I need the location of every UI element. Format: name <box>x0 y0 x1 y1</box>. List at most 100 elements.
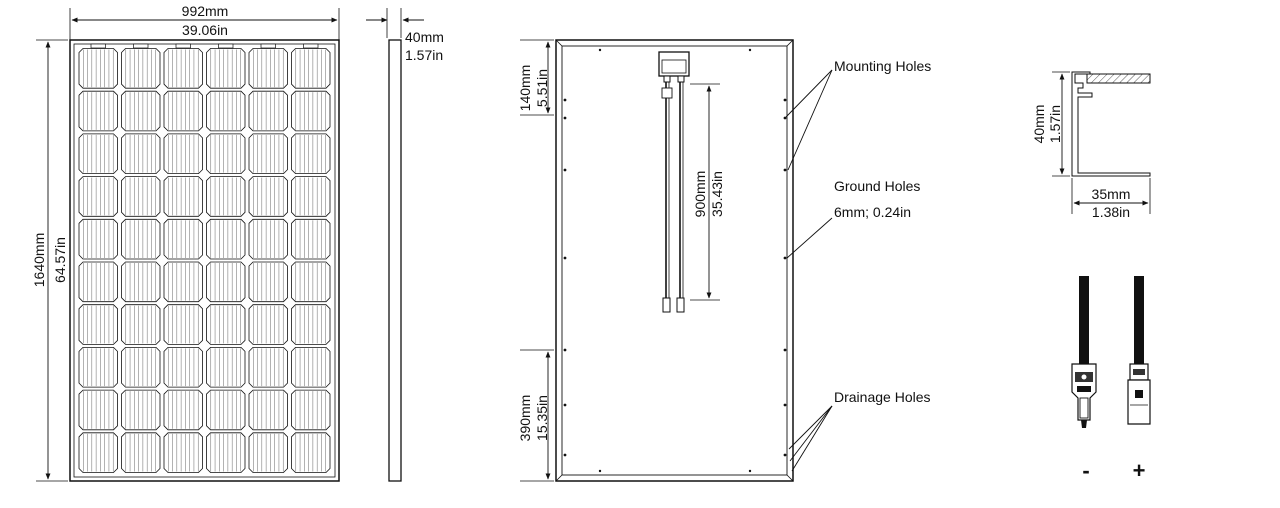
solar-cell <box>291 347 331 388</box>
solar-cell <box>78 48 118 89</box>
ground-holes-size: 6mm; 0.24in <box>834 204 911 220</box>
negative-symbol: - <box>1082 458 1089 483</box>
solar-cell <box>78 133 118 174</box>
solar-cell <box>163 389 203 431</box>
ribbon-tab <box>260 43 276 49</box>
solar-cell <box>121 432 161 473</box>
solar-cell <box>206 304 246 345</box>
solar-cell <box>121 133 161 174</box>
negative-connector <box>1071 276 1097 428</box>
solar-cell <box>163 304 203 345</box>
solar-cell <box>248 389 288 431</box>
solar-cell <box>121 304 161 345</box>
drainage-holes-callout: Drainage Holes <box>788 389 931 472</box>
ribbon-tab <box>175 43 191 49</box>
solar-cell <box>291 389 331 431</box>
front-width-mm: 992mm <box>182 3 229 19</box>
top-offset-mm: 140mm <box>517 65 533 112</box>
solar-cell <box>163 48 203 89</box>
solar-cell <box>206 261 246 303</box>
frame-profile: 40mm 1.57in 35mm 1.38in <box>1031 71 1151 220</box>
solar-cell <box>121 176 161 217</box>
solar-cell <box>248 48 288 89</box>
bottom-offset-in: 15.35in <box>534 395 550 441</box>
output-cables <box>661 82 685 313</box>
solar-cell <box>121 347 161 388</box>
solar-cell <box>248 90 288 132</box>
solar-cell <box>163 218 203 260</box>
bottom-offset-mm: 390mm <box>517 395 533 442</box>
solar-cell <box>78 176 118 217</box>
solar-cell <box>248 133 288 174</box>
front-frame <box>69 39 340 482</box>
ribbon-tab <box>218 43 234 49</box>
solar-cell-grid <box>78 43 331 473</box>
mounting-holes-callout: Mounting Holes <box>785 58 931 171</box>
positive-connector <box>1127 276 1151 425</box>
solar-cell <box>206 389 246 431</box>
cable-length-in: 35.43in <box>709 171 725 217</box>
solar-cell <box>206 90 246 132</box>
solar-cell <box>291 48 331 89</box>
profile-height-in: 1.57in <box>1047 105 1063 143</box>
solar-cell <box>291 304 331 345</box>
profile-height-mm: 40mm <box>1031 105 1047 144</box>
back-frame <box>555 39 794 482</box>
solar-cell <box>206 432 246 473</box>
back-view: 900mm 35.43in 140mm 5.51in 390mm 15.35in… <box>517 39 931 482</box>
solar-cell <box>163 261 203 303</box>
solar-cell <box>121 261 161 303</box>
cable-length-mm: 900mm <box>692 171 708 218</box>
solar-cell <box>78 432 118 473</box>
glass-laminate <box>1086 73 1151 84</box>
solar-cell <box>206 48 246 89</box>
solar-cell <box>291 261 331 303</box>
solar-cell <box>78 261 118 303</box>
solar-cell <box>121 389 161 431</box>
solar-cell <box>206 347 246 388</box>
ribbon-tab <box>303 43 319 49</box>
side-view: 40mm 1.57in <box>366 8 444 482</box>
solar-cell <box>248 176 288 217</box>
solar-cell <box>163 133 203 174</box>
solar-cell <box>78 304 118 345</box>
ground-holes-callout: Ground Holes 6mm; 0.24in <box>786 178 920 259</box>
ribbon-tab <box>90 43 106 49</box>
solar-cell <box>248 304 288 345</box>
solar-cell <box>121 90 161 132</box>
mounting-holes-label: Mounting Holes <box>834 58 931 74</box>
solar-cell <box>291 90 331 132</box>
drainage-holes-label: Drainage Holes <box>834 389 931 405</box>
solar-cell <box>163 347 203 388</box>
solar-cell <box>206 218 246 260</box>
solar-cell <box>291 176 331 217</box>
solar-cell <box>78 90 118 132</box>
solar-cell <box>163 432 203 473</box>
solar-cell <box>248 432 288 473</box>
solar-cell <box>78 347 118 388</box>
front-height-in: 64.57in <box>52 237 68 283</box>
ground-holes-label: Ground Holes <box>834 178 920 194</box>
solar-cell <box>206 133 246 174</box>
solar-cell <box>248 261 288 303</box>
side-frame <box>388 39 402 482</box>
profile-width-mm: 35mm <box>1092 186 1131 202</box>
front-view: 992mm 39.06in 1640mm 64.57in <box>31 3 340 482</box>
frame-holes <box>563 48 787 473</box>
solar-cell <box>121 218 161 260</box>
junction-box <box>658 51 690 83</box>
solar-cell <box>291 133 331 174</box>
ribbon-tab <box>133 43 149 49</box>
front-height-mm: 1640mm <box>31 233 47 287</box>
side-thickness-mm: 40mm <box>405 29 444 45</box>
solar-cell <box>248 218 288 260</box>
side-thickness-in: 1.57in <box>405 47 443 63</box>
top-offset-in: 5.51in <box>534 69 550 107</box>
profile-width-in: 1.38in <box>1092 204 1130 220</box>
solar-cell <box>291 218 331 260</box>
solar-cell <box>78 389 118 431</box>
solar-cell <box>163 176 203 217</box>
solar-cell <box>206 176 246 217</box>
solar-cell <box>291 432 331 473</box>
